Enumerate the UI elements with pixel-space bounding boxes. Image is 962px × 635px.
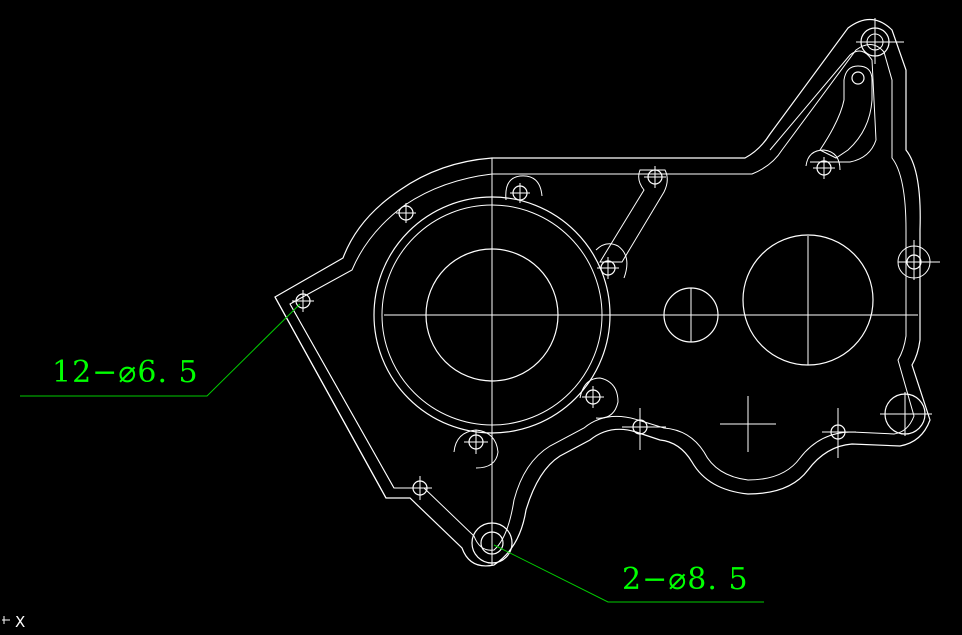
hole-2: [396, 203, 416, 223]
hole-7: [851, 71, 865, 85]
hole-9: [897, 240, 940, 280]
diagonal-web-rib: [599, 169, 668, 263]
secondary-bores: [663, 234, 874, 366]
dimension-leaders: [20, 303, 764, 603]
upper-arm-rib: [769, 50, 877, 163]
housing-outline: [274, 18, 931, 567]
housing-left-flank: [274, 296, 387, 499]
bolt-holes-small: [292, 18, 940, 500]
hole-3: [505, 175, 543, 203]
center-lines: [384, 158, 918, 565]
leader-small-holes: [20, 303, 301, 397]
ucs-axis-label: X: [15, 613, 25, 631]
large-hole-bottom-outer: [471, 522, 513, 564]
hole-15: [880, 392, 932, 436]
housing-left-flank-inner: [289, 303, 395, 489]
hole-8: [856, 18, 904, 64]
hole-6: [805, 149, 841, 179]
hole-11: [622, 408, 666, 450]
hole-12: [822, 408, 856, 458]
dimension-text-small-holes[interactable]: 12−⌀6. 5: [52, 355, 199, 390]
leader-large-holes: [493, 544, 764, 603]
housing-outer-contour: [274, 18, 931, 567]
ucs-axis-icon: [2, 616, 10, 624]
dimension-text-large-holes[interactable]: 2−⌀8. 5: [622, 562, 749, 597]
bolt-holes-large: [471, 522, 513, 564]
hole-13: [453, 429, 499, 469]
upper-arm-slot: [819, 65, 873, 159]
hole-10: [579, 377, 619, 419]
hole-4: [644, 166, 666, 188]
large-hole-bottom-inner: [480, 531, 504, 555]
hole-5: [595, 243, 628, 279]
hole-1: [292, 290, 314, 312]
hole-14: [408, 476, 432, 500]
